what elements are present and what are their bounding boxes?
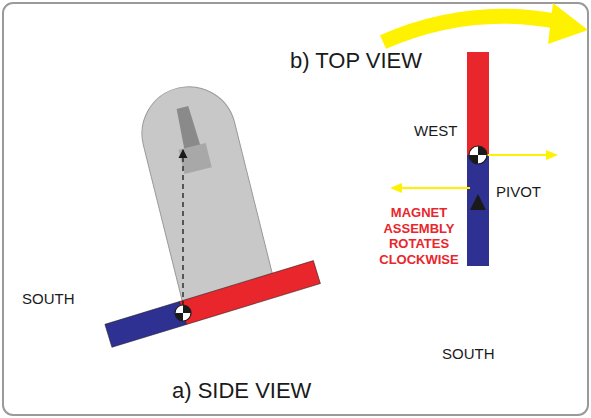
frame [3, 3, 588, 415]
rotation-note: MAGNET ASSEMBLY ROTATES CLOCKWISE [374, 205, 464, 267]
center-of-mass-top [469, 146, 487, 164]
view-title: b) TOP VIEW [290, 48, 422, 74]
magnet-bar-top [467, 52, 489, 266]
direction-label: SOUTH [442, 345, 495, 362]
magnet-bar [105, 261, 320, 348]
direction-label: WEST [414, 122, 457, 139]
vertical-axis [182, 150, 183, 306]
housing [132, 77, 275, 306]
direction-label: SOUTH [22, 290, 75, 307]
rotation-arrow [383, 3, 588, 44]
pivot-symbol [470, 194, 486, 210]
center-of-mass [175, 305, 191, 321]
view-title: a) SIDE VIEW [172, 378, 311, 404]
pivot-label: PIVOT [496, 183, 541, 200]
